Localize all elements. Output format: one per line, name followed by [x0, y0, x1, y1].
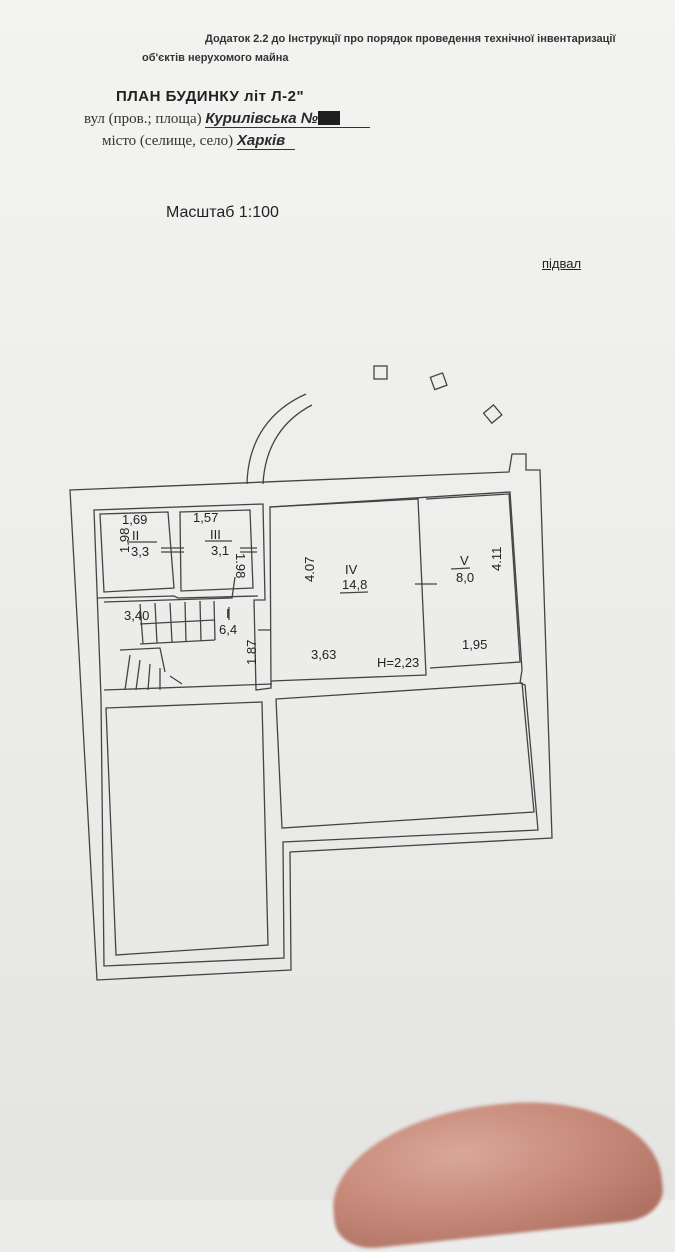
- city-row: місто (селище, село) Харків: [102, 132, 296, 150]
- marker-square-1: [373, 365, 388, 380]
- appendix-line-1: Додаток 2.2 до Інструкції про порядок пр…: [205, 33, 616, 45]
- room-i-area: 6,4: [219, 622, 237, 637]
- city-value: Харків: [236, 132, 296, 150]
- scale-label: Масштаб 1:100: [166, 204, 279, 221]
- marker-square-3: [482, 403, 503, 425]
- room-v-outline: [425, 493, 521, 669]
- room-iii-outline: [179, 509, 254, 592]
- room-iv-height: 4.07: [302, 557, 317, 582]
- room-iv-width: 3,63: [311, 647, 336, 662]
- room-iv-outline: [269, 498, 427, 682]
- door-marks: [161, 547, 437, 631]
- room-iii-width: 1,57: [193, 510, 218, 525]
- room-iii-number: III: [210, 527, 221, 542]
- street-label: вул (пров.; площа): [84, 111, 202, 127]
- arc-inner: [262, 404, 313, 485]
- room-ii-number: II: [132, 528, 139, 543]
- room-v-area: 8,0: [456, 570, 474, 585]
- marker-square-2: [429, 372, 448, 391]
- stairs: [139, 600, 216, 645]
- room-i-number: I: [226, 606, 230, 621]
- street-value: Курилівська №: [205, 110, 371, 128]
- room-v-height: 4.11: [489, 547, 504, 571]
- street-row: вул (пров.; площа) Курилівська №: [84, 110, 371, 128]
- appendix-line-2: об'єктів нерухомого майна: [142, 52, 289, 64]
- room-i-depth: 1.87: [244, 640, 259, 665]
- room-iv-ceiling: H=2,23: [377, 655, 419, 670]
- room-ii-outline: [99, 511, 175, 593]
- room-iii-area: 3,1: [211, 543, 229, 558]
- room-ii-area: 3,3: [131, 544, 149, 559]
- stair-room-wall: [103, 576, 236, 603]
- city-label: місто (селище, село): [102, 133, 234, 149]
- inner-wall: [93, 491, 539, 967]
- room-v-number: V: [460, 553, 469, 568]
- room-labels: 1,69 II 3,3 1.98 1,57 III 3,1 1.98 3,40 …: [117, 510, 504, 670]
- floor-plan: 1,69 II 3,3 1.98 1,57 III 3,1 1.98 3,40 …: [69, 365, 553, 981]
- document-sheet: [0, 0, 675, 1200]
- lower-right-room: [275, 682, 535, 829]
- lower-left-room: [105, 701, 269, 956]
- room-ii-height: 1.98: [117, 528, 132, 553]
- stairs-landing: [119, 647, 183, 691]
- room-v-width: 1,95: [462, 637, 487, 652]
- corridor-wall: [103, 683, 273, 691]
- room-i-stair-width: 3,40: [124, 608, 149, 623]
- partition-wall: [96, 595, 259, 599]
- plan-title: ПЛАН БУДИНКУ літ Л-2": [116, 88, 305, 105]
- room-iv-area: 14,8: [342, 577, 367, 592]
- outer-wall: [69, 453, 553, 981]
- room-iv-number: IV: [345, 562, 358, 577]
- redacted-number: [318, 111, 341, 125]
- arc-outer: [246, 393, 307, 485]
- room-iii-height: 1.98: [233, 553, 248, 578]
- floor-level-label: підвал: [542, 256, 582, 271]
- fraction-lines: [127, 540, 471, 594]
- room-ii-width: 1,69: [122, 512, 147, 527]
